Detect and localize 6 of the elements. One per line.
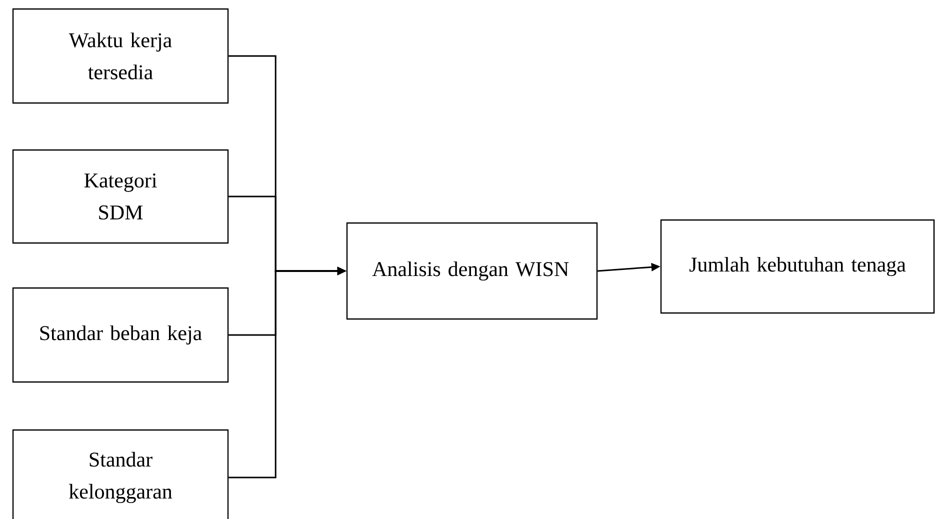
process-box: Jumlah kebutuhan tenaga xyxy=(660,219,935,314)
process-box: Kategori SDM xyxy=(12,149,229,244)
process-box: Standar kelonggaran xyxy=(12,429,229,519)
process-box: Standar beban keja xyxy=(12,287,229,383)
process-box: Waktu kerja tersedia xyxy=(12,8,229,104)
process-box: Analisis dengan WISN xyxy=(346,222,598,320)
